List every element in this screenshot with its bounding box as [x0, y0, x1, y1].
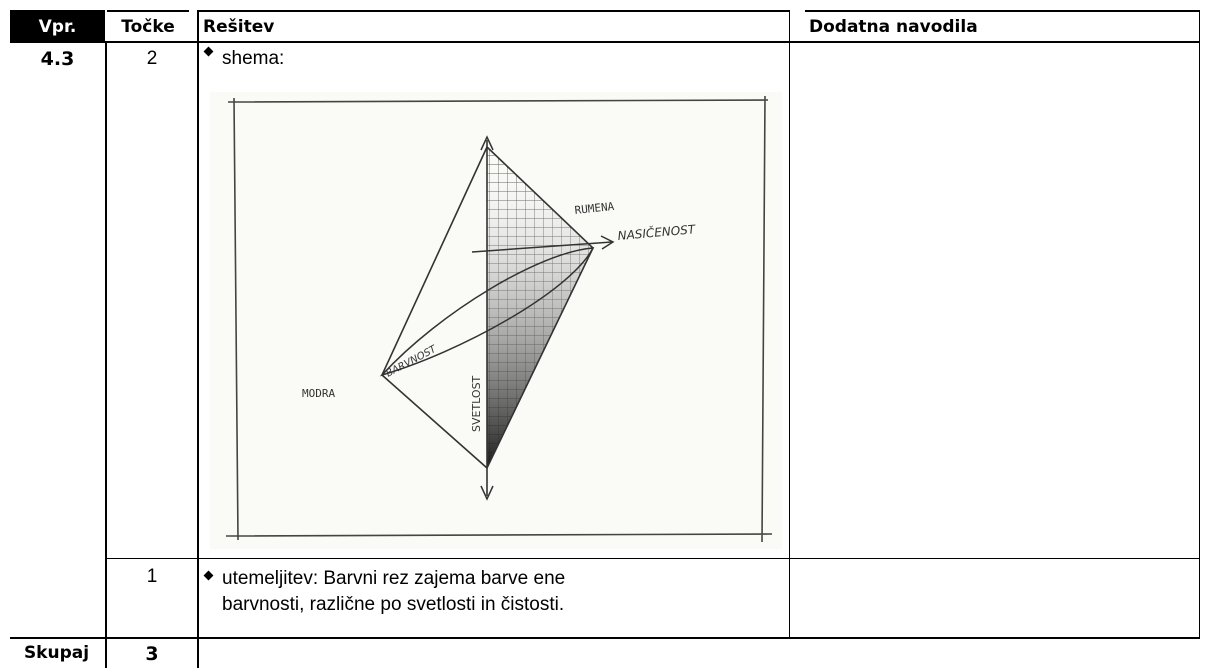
header-tocke: Točke: [107, 10, 189, 41]
total-points: 3: [145, 643, 159, 665]
label-rumena: RUMENA: [574, 200, 615, 217]
solution-shema-label: shema:: [199, 46, 284, 70]
saturation-axis: [471, 241, 613, 253]
header-bottom-rule: [10, 41, 1200, 43]
axis-arrow-down-icon: [480, 485, 494, 501]
question-number: 4.3: [40, 48, 75, 70]
solution-justification: utemeljitev: Barvni rez zajema barve ene…: [199, 566, 565, 618]
bullet-icon: [203, 46, 214, 57]
header-vpr: Vpr.: [10, 10, 105, 41]
label-modra: MODRA: [302, 387, 335, 400]
row-divider: [107, 558, 1200, 559]
label-svetlost: SVETLOST: [470, 375, 483, 432]
col-divider-right: [1199, 10, 1200, 638]
points-value: 2: [146, 48, 158, 69]
col-divider-3: [789, 10, 790, 638]
bullet-icon: [203, 570, 214, 581]
label-barvnost: BARVNOST: [384, 344, 439, 380]
header-resitev: Rešitev: [199, 10, 789, 41]
label-nasicenost: NASIČENOST: [617, 221, 697, 243]
points-value-2: 1: [146, 566, 158, 587]
col-divider-1: [105, 41, 107, 668]
hue-ellipse: [379, 247, 595, 377]
col-divider-2: [197, 10, 199, 668]
axis-arrow-up-icon: [480, 135, 494, 151]
section-shade: [487, 147, 593, 468]
saturation-arrow-icon: [600, 235, 615, 250]
header-dodatna-navodila: Dodatna navodila: [805, 10, 1200, 41]
total-top-rule: [10, 637, 1200, 639]
frame: [225, 95, 773, 543]
color-solid-sketch: RUMENA NASIČENOST MODRA BARVNOST SVETLOS…: [210, 92, 782, 549]
total-label: Skupaj: [23, 643, 90, 663]
